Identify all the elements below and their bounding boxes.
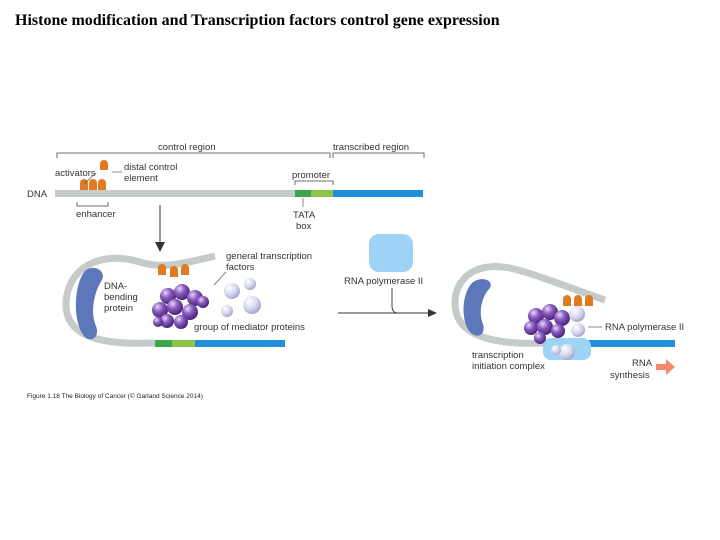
down-arrow	[155, 242, 165, 252]
looped-dna-right	[451, 263, 607, 347]
general-tf-label: general transcription	[226, 251, 312, 262]
dna-bending-protein	[75, 267, 103, 340]
enhancer-bracket	[76, 202, 109, 207]
general-transcription-factors	[221, 278, 261, 317]
slide-title: Histone modification and Transcription f…	[15, 12, 500, 29]
tic-label: transcription	[472, 350, 524, 361]
control-region-label: control region	[158, 142, 216, 153]
distal-control-label-2: element	[124, 173, 158, 184]
rna-synthesis-label-2: synthesis	[610, 370, 650, 381]
dna-bending-label-2: bending	[104, 292, 138, 303]
activators-right	[563, 295, 593, 306]
dna-strand	[55, 190, 295, 197]
looped-dna-left	[62, 252, 216, 347]
tata-box-segment	[295, 190, 311, 197]
promoter-label: promoter	[292, 170, 330, 181]
activators-on-loop	[158, 264, 189, 277]
mediator-label: group of mediator proteins	[194, 322, 305, 333]
rna-polymerase-free	[369, 234, 413, 272]
rna-pol-right-label: RNA polymerase II	[605, 322, 684, 333]
dna-bending-protein-right	[463, 279, 491, 336]
mediator-cluster	[152, 284, 209, 329]
tata-label-2: box	[296, 221, 312, 232]
transcribed-region-bracket	[332, 152, 425, 158]
general-tf-label-2: factors	[226, 262, 255, 273]
transcribed-segment	[333, 190, 423, 197]
rna-synthesis-arrow-icon	[656, 359, 675, 375]
enhancer-label: enhancer	[76, 209, 116, 220]
dna-bending-label-3: protein	[104, 303, 133, 314]
activators-label: activators	[55, 168, 96, 179]
middle-section: RNA polymerase II	[338, 234, 437, 317]
right-arrow	[428, 309, 437, 317]
tic-label-2: initiation complex	[472, 361, 545, 372]
rna-pol-left-label: RNA polymerase II	[344, 276, 423, 287]
top-panel: control region transcribed region DNA ac…	[27, 142, 425, 252]
initiation-complex-cluster	[524, 304, 585, 360]
tata-label: TATA	[293, 210, 316, 221]
promoter-bracket	[294, 180, 334, 185]
bottom-right-panel: RNA polymerase II transcription initiati…	[451, 263, 684, 381]
distal-control-label: distal control	[124, 162, 177, 173]
promoter-segment	[311, 190, 333, 197]
transcribed-region-label: transcribed region	[333, 142, 409, 153]
figure-caption: Figure 1.18 The Biology of Cancer (© Gar…	[27, 392, 203, 400]
bottom-left-panel: DNA- bending protein	[62, 251, 312, 347]
control-region-bracket	[56, 152, 331, 158]
rna-synthesis-label: RNA	[632, 358, 653, 369]
dna-label: DNA	[27, 189, 48, 200]
dna-bending-label: DNA-	[104, 281, 127, 292]
